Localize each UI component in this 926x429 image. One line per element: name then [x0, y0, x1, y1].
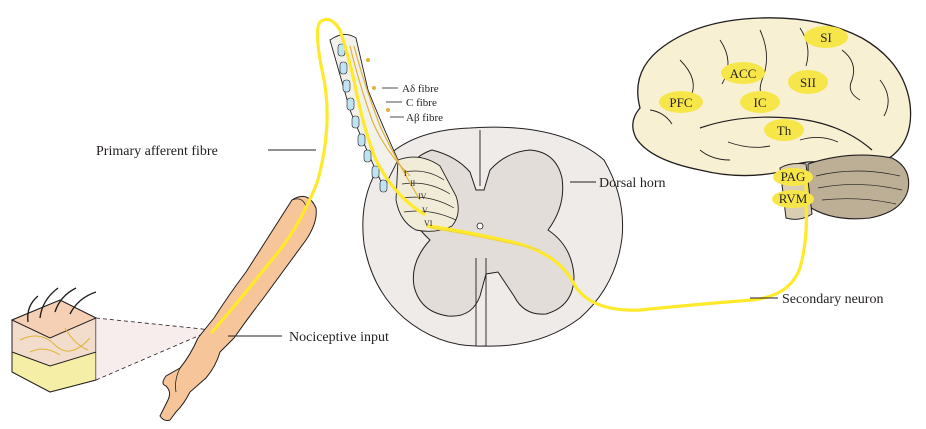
dorsal-horn-label: Dorsal horn — [599, 176, 666, 191]
lamina-label: IV — [418, 192, 427, 201]
lamina-label: VI — [424, 219, 433, 228]
lamina-label: II — [410, 179, 416, 188]
svg-text:PAG: PAG — [781, 169, 806, 184]
brain-region-si: SI — [804, 26, 848, 48]
brain-region-pfc: PFC — [659, 91, 703, 113]
brain-region-sii: SII — [788, 70, 828, 94]
nociceptive-input-label: Nociceptive input — [289, 330, 389, 345]
svg-text:PFC: PFC — [669, 95, 692, 110]
svg-text:RVM: RVM — [779, 191, 808, 206]
fibre-label-a-delta: Aδ fibre — [402, 83, 439, 95]
primary-afferent-label: Primary afferent fibre — [96, 144, 218, 159]
svg-text:IC: IC — [754, 95, 767, 110]
svg-text:Th: Th — [777, 123, 792, 138]
secondary-neuron-label: Secondary neuron — [782, 292, 883, 307]
brain-region-th: Th — [764, 119, 804, 141]
brain-region-pag: PAG — [773, 168, 813, 186]
lamina-label: V — [422, 206, 428, 215]
fibre-label-c: C fibre — [406, 97, 437, 109]
skin-block — [12, 288, 96, 392]
brain-region-acc: ACC — [721, 62, 765, 84]
brain-region-rvm: RVM — [772, 190, 814, 208]
svg-text:SII: SII — [800, 75, 816, 90]
svg-text:SI: SI — [820, 30, 832, 45]
svg-text:ACC: ACC — [730, 66, 757, 81]
brain-region-ic: IC — [740, 91, 780, 113]
fibre-label-a-beta: Aβ fibre — [406, 112, 443, 124]
brain — [633, 18, 911, 220]
lamina-label: I — [404, 169, 407, 178]
